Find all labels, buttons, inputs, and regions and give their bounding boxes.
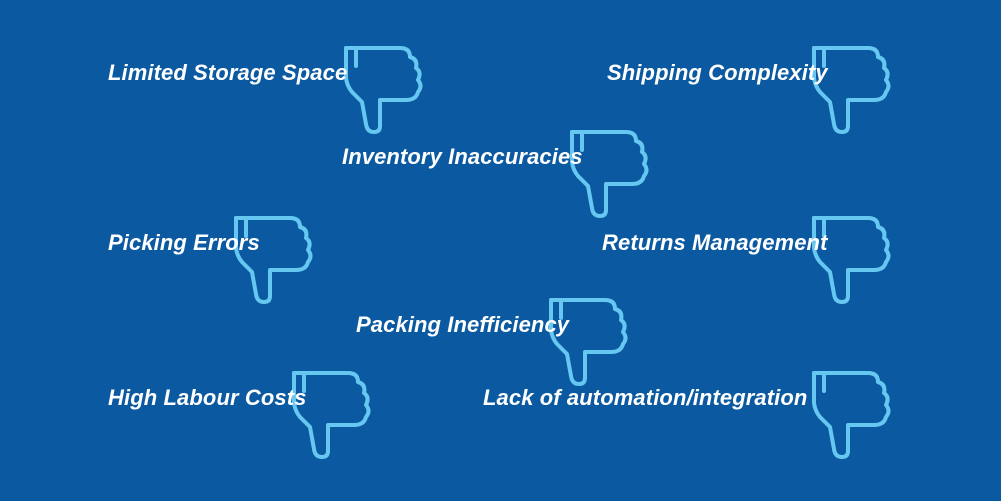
thumbs-down-icon	[560, 128, 650, 218]
item-label: Inventory Inaccuracies	[342, 144, 583, 169]
item-returns-management: Returns Management	[602, 214, 912, 304]
item-label: Picking Errors	[108, 230, 260, 255]
thumbs-down-icon	[802, 369, 892, 459]
item-packing-inefficiency: Packing Inefficiency	[356, 296, 656, 386]
thumbs-down-icon	[334, 44, 424, 134]
item-label: Shipping Complexity	[607, 60, 828, 85]
item-label: High Labour Costs	[108, 385, 307, 410]
item-label: Packing Inefficiency	[356, 312, 570, 337]
item-lack-of-automation-integration: Lack of automation/integration	[483, 369, 913, 459]
item-shipping-complexity: Shipping Complexity	[607, 44, 907, 134]
thumbs-down-icon	[802, 214, 892, 304]
item-picking-errors: Picking Errors	[108, 214, 328, 304]
thumbs-down-icon	[282, 369, 372, 459]
item-label: Lack of automation/integration	[483, 385, 808, 410]
item-label: Returns Management	[602, 230, 828, 255]
item-label: Limited Storage Space	[108, 60, 348, 85]
item-high-labour-costs: High Labour Costs	[108, 369, 408, 459]
item-inventory-inaccuracies: Inventory Inaccuracies	[342, 128, 672, 218]
thumbs-down-icon	[802, 44, 892, 134]
thumbs-down-icon	[224, 214, 314, 304]
item-limited-storage-space: Limited Storage Space	[108, 44, 428, 134]
